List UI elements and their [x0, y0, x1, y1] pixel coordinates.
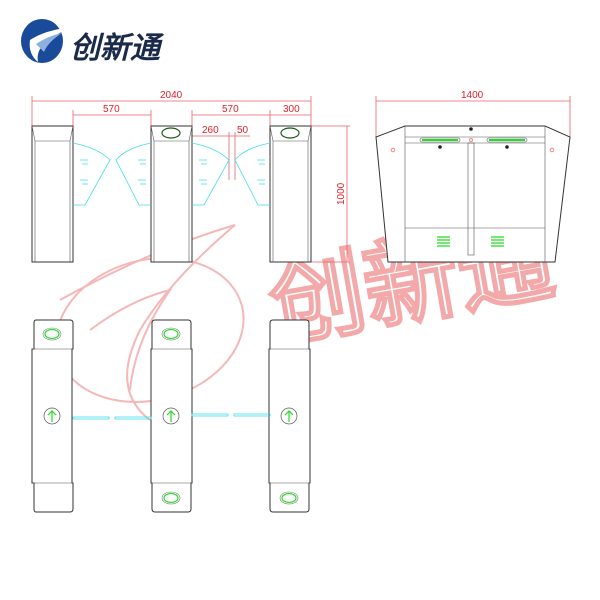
card-reader-icon	[161, 127, 181, 139]
logo-text: 创新通	[70, 32, 165, 65]
front-view-dimensions: 2040 570 570 300 260 50 1000	[31, 90, 350, 263]
top-pillar-left	[31, 319, 74, 513]
dim-side-width: 1400	[461, 90, 484, 101]
top-pillar-right	[268, 319, 311, 513]
vent-grille	[437, 236, 504, 247]
flap-wings	[72, 142, 271, 206]
dim-pillar-width: 300	[283, 104, 300, 115]
indicator-light-right	[489, 139, 525, 141]
dim-wing-length: 260	[202, 125, 219, 136]
side-view: 1400	[375, 90, 571, 263]
top-view	[31, 319, 311, 513]
dim-height: 1000	[336, 182, 347, 205]
card-reader-icon	[44, 328, 60, 340]
front-pillar-left	[31, 125, 74, 263]
card-reader-icon	[281, 492, 297, 504]
front-view	[31, 125, 312, 263]
front-pillar-middle	[150, 125, 193, 263]
company-logo: 创新通	[21, 19, 165, 65]
dim-passage-1: 570	[103, 104, 120, 115]
dim-overall-width: 2040	[160, 90, 183, 101]
card-reader-icon	[280, 127, 300, 139]
front-pillar-right	[269, 125, 312, 263]
dim-passage-2: 570	[222, 104, 239, 115]
top-wings	[72, 413, 271, 420]
arrow-up-icon	[166, 410, 176, 422]
indicator-light-left	[422, 139, 458, 141]
dim-wing-gap: 50	[237, 125, 249, 136]
card-reader-icon	[163, 328, 179, 340]
card-reader-icon	[163, 492, 179, 504]
arrow-up-icon	[284, 410, 294, 422]
top-pillar-middle	[150, 319, 193, 513]
arrow-up-icon	[47, 410, 57, 422]
